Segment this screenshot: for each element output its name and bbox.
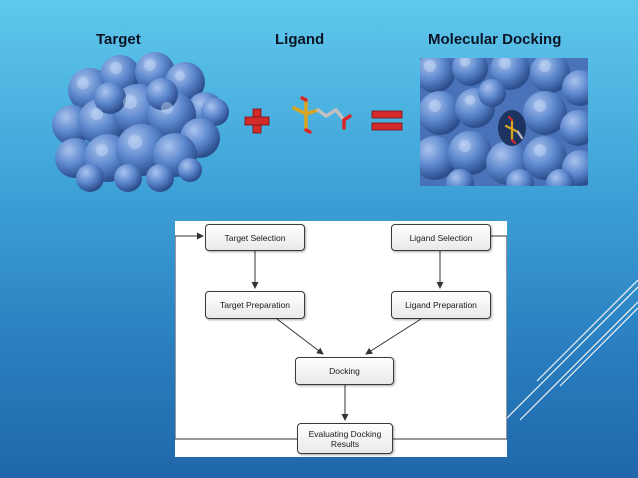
header-molecular-docking: Molecular Docking <box>428 31 562 48</box>
node-evaluating-docking-results: Evaluating Docking Results <box>297 423 393 454</box>
node-ligand-preparation: Ligand Preparation <box>391 291 491 319</box>
docked-complex-icon <box>420 58 588 186</box>
flow-connectors <box>175 232 507 440</box>
plus-icon <box>244 108 270 134</box>
node-target-selection: Target Selection <box>205 224 305 251</box>
node-ligand-selection: Ligand Selection <box>391 224 491 251</box>
protein-surface-icon <box>52 52 229 192</box>
node-target-preparation: Target Preparation <box>205 291 305 319</box>
docking-workflow-diagram: Target Selection Ligand Selection Target… <box>175 221 507 457</box>
ligand-molecule-icon <box>292 96 352 134</box>
header-ligand: Ligand <box>275 31 325 48</box>
node-docking: Docking <box>295 357 394 385</box>
header-target: Target <box>96 31 141 48</box>
equals-icon <box>371 110 403 131</box>
node-evaluating-line2: Results <box>330 438 360 449</box>
node-evaluating-line1: Evaluating Docking <box>308 428 382 439</box>
